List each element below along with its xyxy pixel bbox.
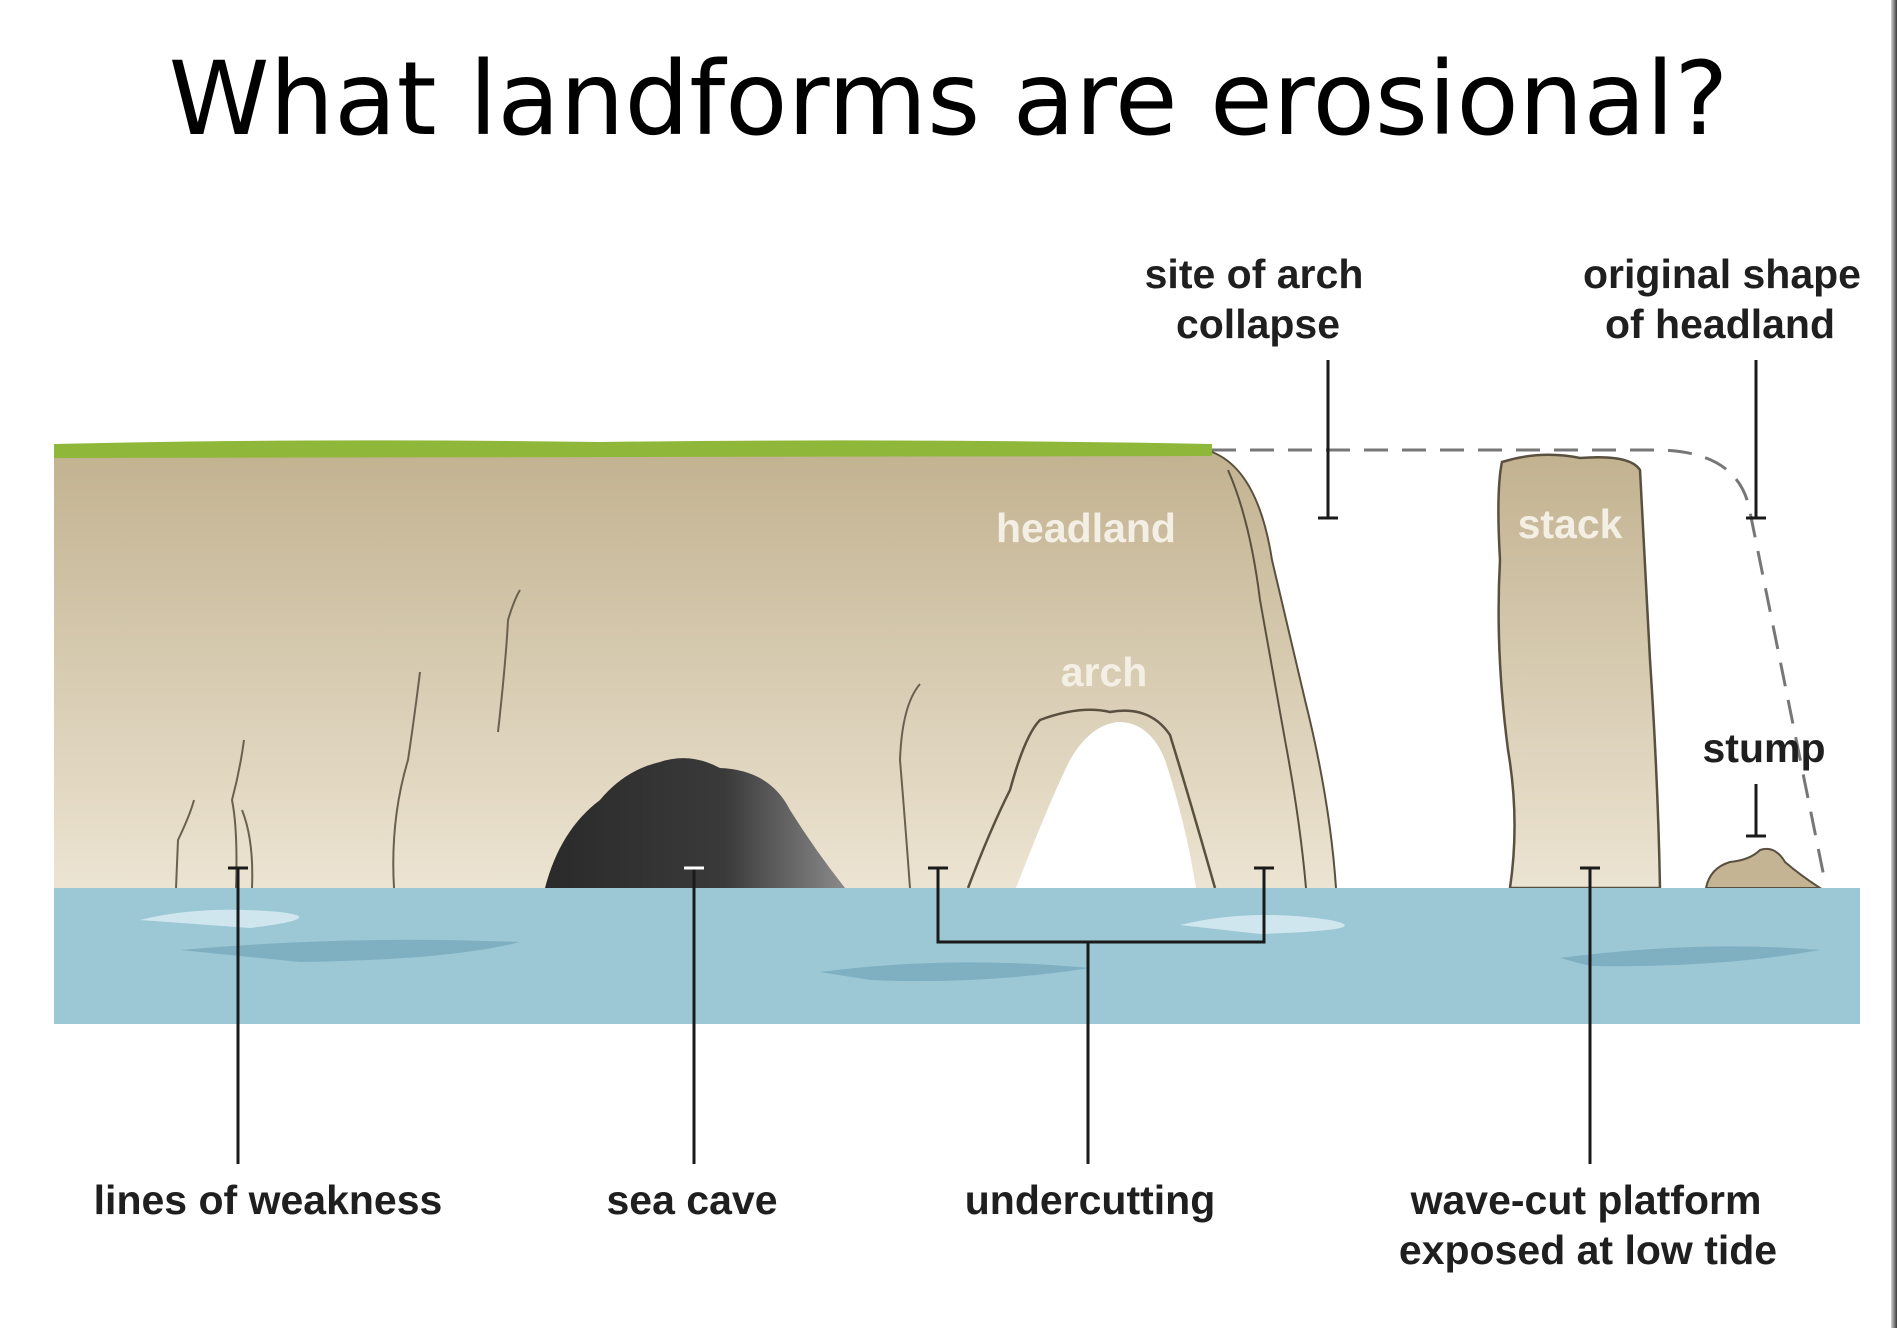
sea-cave bbox=[545, 758, 845, 888]
label-stump: stump bbox=[1703, 725, 1826, 771]
label-arch: arch bbox=[1061, 649, 1148, 695]
leader-original-shape bbox=[1746, 360, 1766, 520]
label-headland: headland bbox=[996, 505, 1176, 551]
arch-opening bbox=[1016, 722, 1196, 888]
leader-arch-collapse bbox=[1318, 360, 1338, 520]
label-site-of-arch-collapse-line1: site of arch bbox=[1145, 251, 1364, 297]
leader-stump bbox=[1746, 784, 1766, 838]
headland-inner-edge bbox=[1227, 469, 1307, 889]
headland-cliff-edge bbox=[1211, 451, 1337, 889]
crack-5 bbox=[497, 589, 521, 733]
crack-2 bbox=[230, 739, 245, 889]
crack-3 bbox=[241, 809, 254, 889]
stack bbox=[1497, 453, 1662, 890]
sea-shadow-2 bbox=[820, 962, 1090, 982]
label-original-shape-line2: of headland bbox=[1605, 301, 1835, 347]
label-wave-cut-platform-line1: wave-cut platform bbox=[1410, 1177, 1762, 1223]
headland-cliff bbox=[54, 450, 1336, 888]
crack-4 bbox=[392, 671, 421, 889]
slide-right-edge bbox=[1891, 0, 1897, 1328]
crack-6 bbox=[898, 683, 921, 889]
label-wave-cut-platform-line2: exposed at low tide bbox=[1399, 1227, 1777, 1273]
leader-wave-cut-platform bbox=[1580, 866, 1600, 1164]
label-undercutting: undercutting bbox=[965, 1177, 1216, 1223]
sea-shadow-3 bbox=[1560, 946, 1820, 967]
leader-undercutting bbox=[928, 866, 1274, 1164]
stump bbox=[1704, 847, 1824, 889]
cliff-top-grass bbox=[54, 440, 1212, 458]
label-site-of-arch-collapse-line2: collapse bbox=[1176, 301, 1340, 347]
sea-highlight-2 bbox=[1180, 915, 1345, 934]
slide-title: What landforms are erosional? bbox=[168, 40, 1729, 159]
sea-highlight-1 bbox=[140, 909, 300, 928]
sea-shadow-1 bbox=[180, 939, 520, 962]
label-lines-of-weakness: lines of weakness bbox=[94, 1177, 443, 1223]
label-sea-cave: sea cave bbox=[606, 1177, 777, 1223]
label-original-shape-line1: original shape bbox=[1583, 251, 1861, 297]
label-stack: stack bbox=[1518, 501, 1623, 547]
arch-outline bbox=[966, 708, 1217, 889]
leader-lines-of-weakness bbox=[228, 866, 248, 1164]
original-headland-outline bbox=[1212, 448, 1827, 883]
crack-1 bbox=[175, 799, 195, 889]
